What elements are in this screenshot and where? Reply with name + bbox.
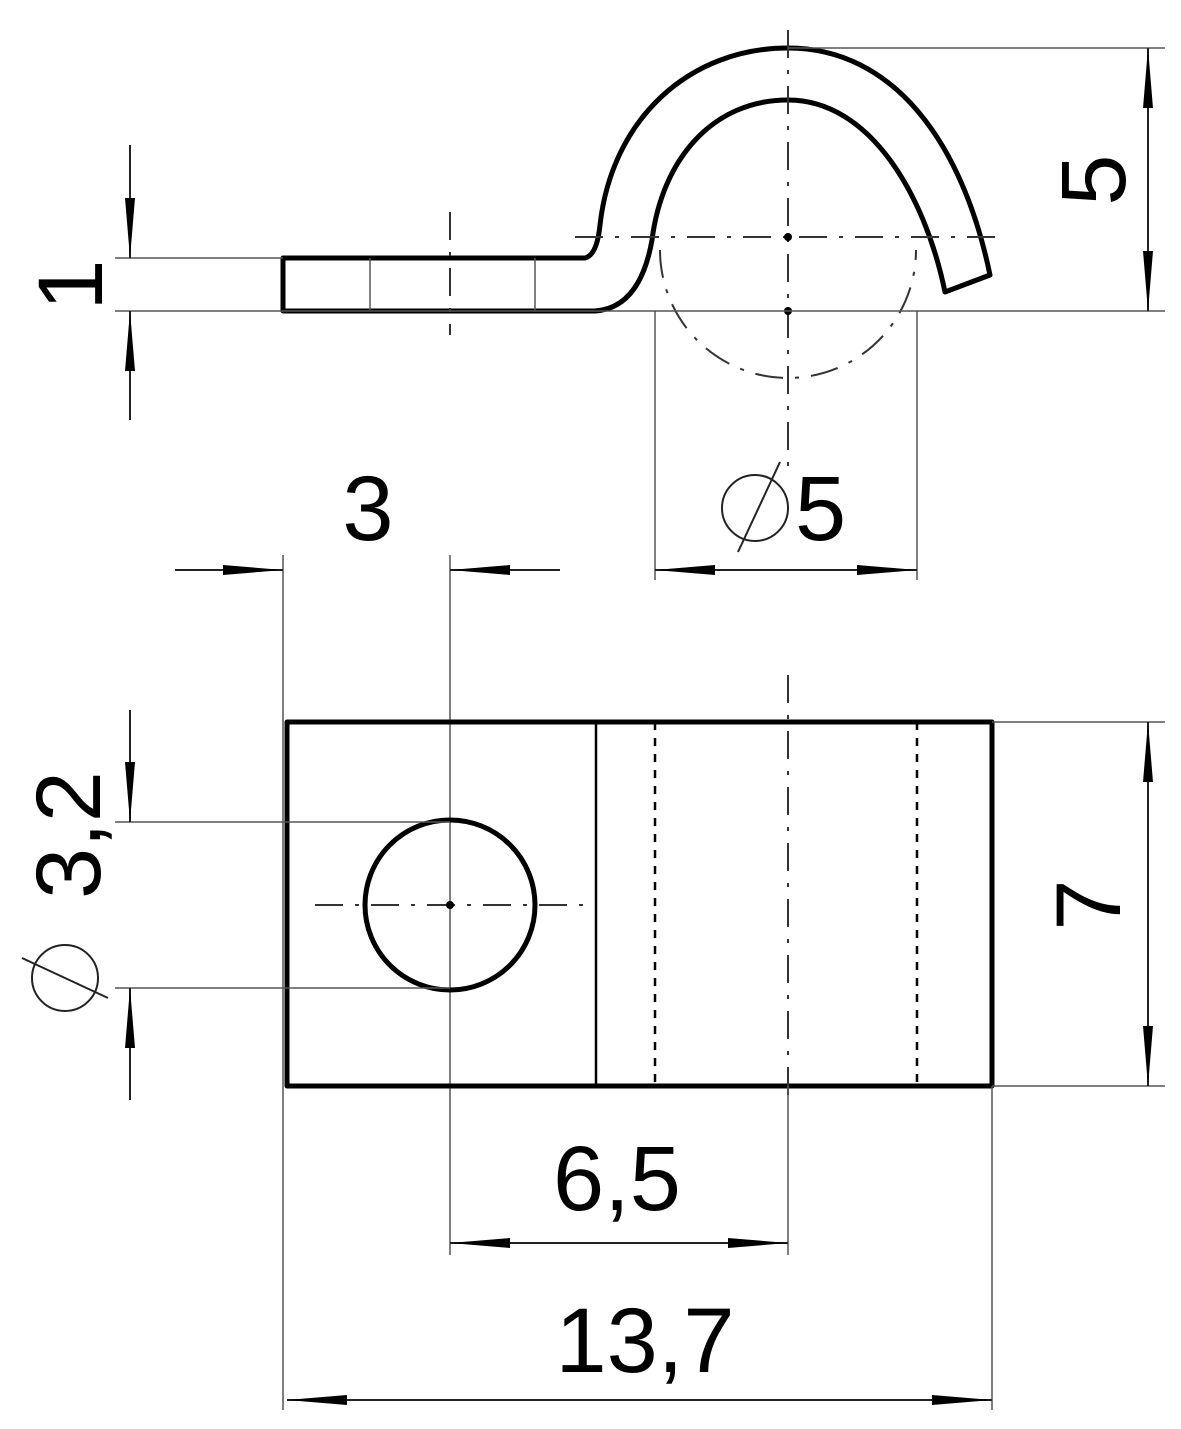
mounting-hole — [362, 817, 538, 993]
dimension-height: 5 — [788, 47, 1165, 311]
diameter-symbol — [31, 944, 99, 1012]
diameter-symbol — [721, 474, 789, 542]
dimension-thickness: 1 — [20, 145, 1165, 420]
cable-circle — [659, 249, 917, 379]
dimension-label: 13,7 — [555, 1290, 734, 1392]
clip-outline — [284, 719, 995, 1089]
dimension-hole-diameter: 3,2 — [18, 710, 450, 1100]
side-view — [280, 30, 1000, 470]
dimension-total-length: 13,7 — [287, 1086, 993, 1410]
dimension-width: 7 — [992, 721, 1165, 1087]
clip-profile — [280, 45, 993, 314]
dimension-label: 1 — [20, 259, 122, 310]
dimension-label: 3 — [342, 458, 393, 560]
dimension-hole-to-center: 6,5 — [450, 1086, 789, 1255]
dimension-label: 5 — [795, 458, 846, 560]
dimension-label: 3,2 — [18, 771, 120, 899]
dimension-inner-diameter: 5 — [654, 311, 918, 580]
dimension-label: 7 — [1038, 879, 1140, 930]
dimension-hole-offset: 3 — [175, 458, 560, 1410]
front-view — [284, 675, 995, 1100]
dimension-label: 6,5 — [553, 1128, 681, 1230]
dimension-label: 5 — [1043, 154, 1145, 205]
